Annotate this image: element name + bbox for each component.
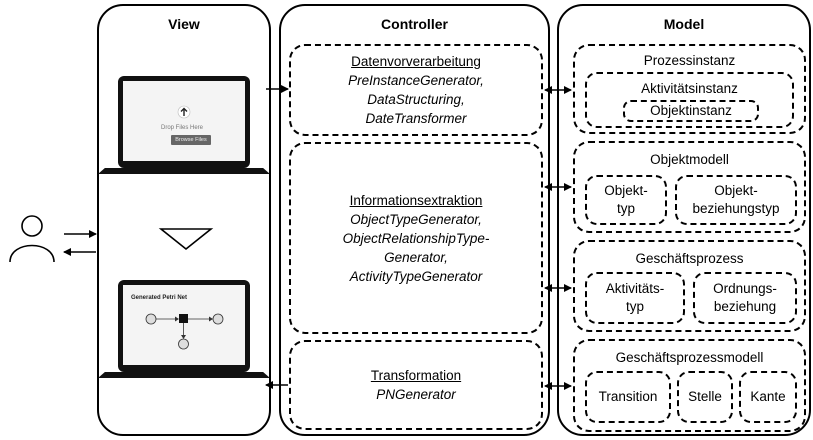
controller-title: Controller — [381, 16, 448, 32]
object-type-line: Objekt- — [604, 183, 648, 198]
place-box: Stelle — [677, 371, 733, 423]
laptop-base — [98, 372, 270, 378]
browse-files-button[interactable]: Browse Files — [171, 135, 211, 145]
upload-laptop: Drop Files Here Browse Files — [98, 76, 270, 176]
object-model-box: Objektmodell Objekt- typ Objekt- beziehu… — [573, 141, 806, 233]
upload-display: Drop Files Here Browse Files — [123, 81, 245, 161]
activity-instance-label: Aktivitätsinstanz — [641, 81, 738, 96]
drop-files-text: Drop Files Here — [161, 125, 204, 131]
edge-box: Kante — [739, 371, 797, 423]
petri-net-graph — [145, 313, 224, 350]
process-model-box: Geschäftsprozessmodell Transition Stelle… — [573, 339, 806, 432]
process-instance-box: Prozessinstanz Aktivitätsinstanz Objekti… — [573, 44, 806, 134]
extraction-box: Informationsextraktion ObjectTypeGenerat… — [289, 142, 543, 334]
order-relation-line: beziehung — [713, 299, 777, 314]
object-relation-type-line: Objekt- — [714, 183, 758, 198]
extraction-line: ActivityTypeGenerator — [349, 268, 483, 284]
extraction-line: ObjectRelationshipType- — [342, 230, 490, 246]
extraction-line: ObjectTypeGenerator, — [350, 211, 482, 227]
upload-arrow-icon — [177, 105, 191, 119]
transformation-title: Transformation — [370, 368, 462, 383]
laptop-base — [98, 168, 270, 174]
object-model-title: Objektmodell — [650, 152, 729, 167]
extraction-line: Generator, — [384, 249, 448, 265]
preprocessing-line: DateTransformer — [365, 111, 467, 126]
transformation-box: Transformation PNGenerator — [289, 340, 543, 430]
object-relation-type-line: beziehungstyp — [692, 201, 780, 216]
petri-laptop: Generated Petri Net — [98, 280, 270, 380]
activity-type-line: Aktivitäts- — [605, 281, 665, 296]
preprocessing-line: DataStructuring, — [367, 92, 465, 107]
activity-type-line: typ — [625, 299, 644, 314]
extraction-title: Informationsextraktion — [349, 192, 483, 208]
preprocessing-box: Datenvorverarbeitung PreInstanceGenerato… — [289, 44, 543, 136]
activity-type-box: Aktivitäts- typ — [585, 272, 685, 324]
order-relation-box: Ordnungs- beziehung — [693, 272, 797, 324]
business-process-title: Geschäftsprozess — [635, 251, 744, 266]
view-title: View — [168, 16, 200, 32]
transition-box: Transition — [585, 371, 671, 423]
preprocessing-line: PreInstanceGenerator, — [348, 73, 484, 88]
object-type-box: Objekt- typ — [585, 175, 667, 225]
process-model-title: Geschäftsprozessmodell — [615, 350, 764, 365]
business-process-box: Geschäftsprozess Aktivitäts- typ Ordnung… — [573, 240, 806, 332]
transformation-line: PNGenerator — [376, 387, 456, 402]
order-relation-line: Ordnungs- — [713, 281, 777, 296]
process-instance-title: Prozessinstanz — [643, 53, 736, 68]
petri-title: Generated Petri Net — [131, 295, 188, 301]
object-relation-type-box: Objekt- beziehungstyp — [675, 175, 797, 225]
preprocessing-title: Datenvorverarbeitung — [351, 54, 481, 69]
laptop-screen: Drop Files Here Browse Files — [118, 76, 250, 168]
object-instance-box: Objektinstanz — [623, 100, 759, 122]
triangle-down-icon — [158, 228, 214, 251]
petri-display: Generated Petri Net — [123, 285, 245, 365]
laptop-screen: Generated Petri Net — [118, 280, 250, 372]
model-title: Model — [663, 16, 705, 32]
object-type-line: typ — [616, 201, 635, 216]
activity-instance-box: Aktivitätsinstanz Objektinstanz — [585, 72, 794, 128]
